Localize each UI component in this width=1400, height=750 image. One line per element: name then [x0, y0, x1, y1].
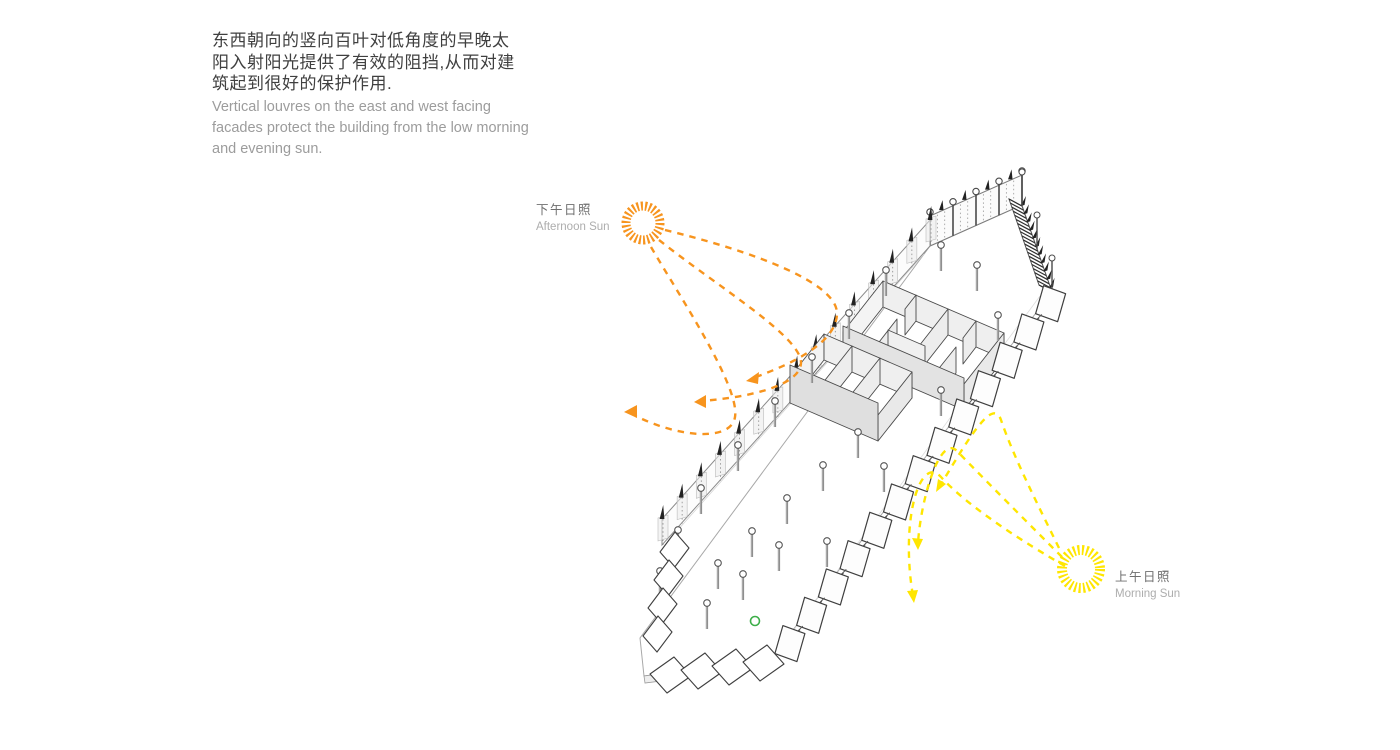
intro-text: 东西朝向的竖向百叶对低角度的早晚太 阳入射阳光提供了有效的阻挡,从而对建 筑起到… [212, 30, 542, 160]
building-floor-plate [639, 204, 1053, 684]
morning-sun-rays [907, 412, 1066, 603]
afternoon-sun-icon [621, 201, 665, 245]
northeast-louvre-wall [1008, 168, 1056, 294]
intro-line-en: facades protect the building from the lo… [212, 119, 529, 136]
afternoon-sun-label-zh: 下午日照 [536, 203, 593, 217]
green-circle-marker [749, 615, 761, 627]
interior-rooms-upper [842, 280, 1005, 411]
east-louvre-panels [774, 285, 1067, 663]
intro-line-zh: 阳入射阳光提供了有效的阻挡,从而对建 [212, 52, 515, 72]
interior-rooms-lower [789, 333, 913, 442]
morning-sun-label: 上午日照 Morning Sun [1115, 566, 1180, 600]
southwest-louvre-panels [642, 531, 690, 653]
intro-line-en: and evening sun. [212, 140, 323, 157]
afternoon-sun-label-en: Afternoon Sun [536, 221, 610, 233]
morning-sun-label-zh: 上午日照 [1115, 570, 1172, 584]
intro-line-en: Vertical louvres on the east and west fa… [212, 98, 491, 115]
morning-sun-label-en: Morning Sun [1115, 588, 1181, 600]
morning-sun-icon [1057, 545, 1105, 593]
intro-line-zh: 筑起到很好的保护作用. [212, 74, 393, 93]
afternoon-sun-rays [624, 228, 839, 436]
afternoon-sun-label: 下午日照 Afternoon Sun [536, 199, 610, 233]
bottom-louvre-panels [649, 644, 785, 694]
intro-line-zh: 东西朝向的竖向百叶对低角度的早晚太 [212, 31, 510, 50]
